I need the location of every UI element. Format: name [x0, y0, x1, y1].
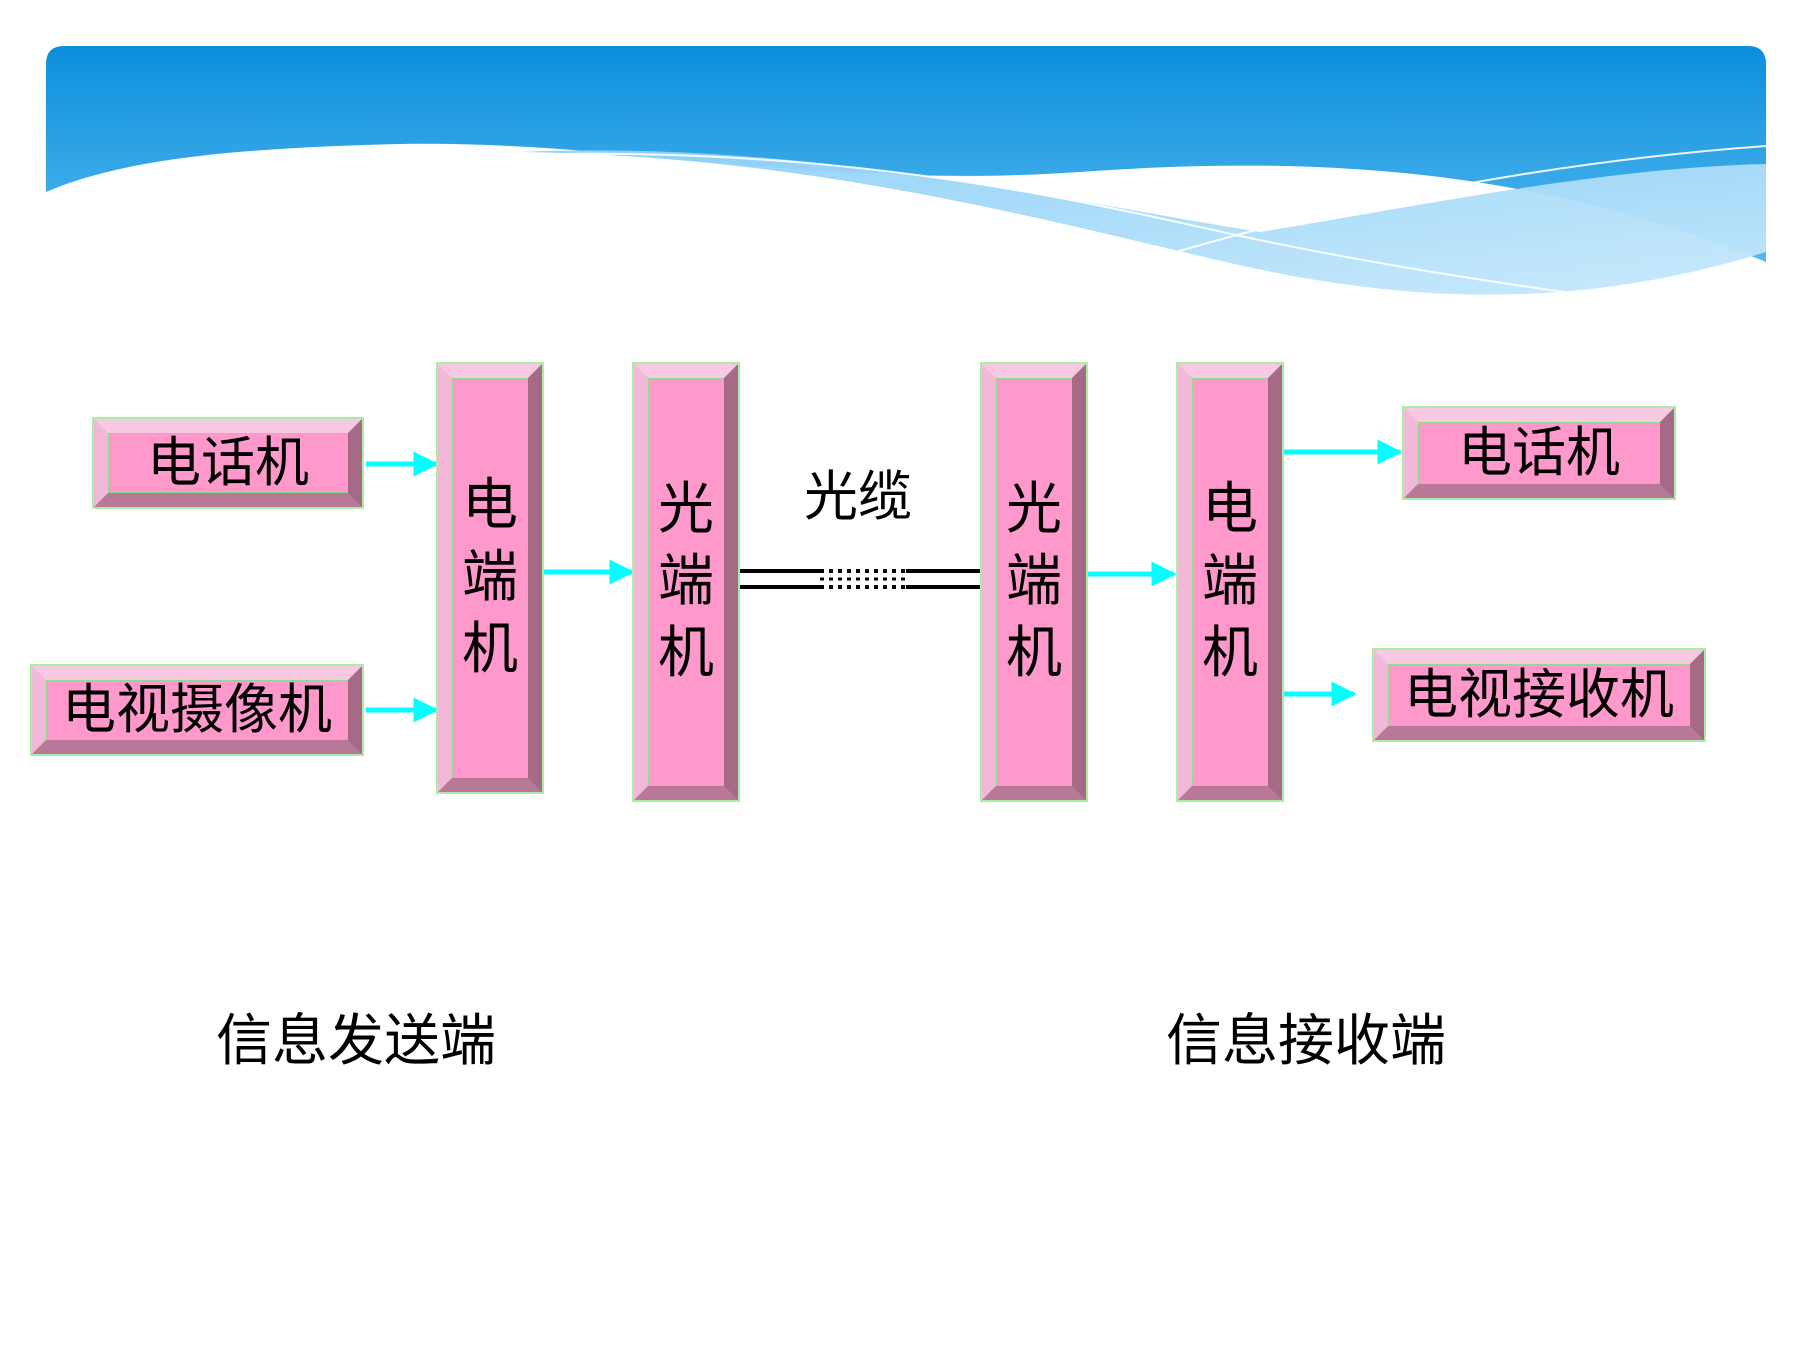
sender-electrical-terminal-box: 电 端 机 [436, 362, 544, 794]
box-border [1418, 422, 1660, 484]
box-border [648, 378, 724, 786]
receiver-optical-terminal-label: 光 端 机 [1006, 477, 1062, 686]
receiver-tv-label: 电视接收机 [1404, 663, 1674, 726]
fiber-cable [740, 569, 984, 589]
box-border [46, 680, 348, 740]
header-wave-banner [46, 46, 1767, 303]
receiver-electrical-terminal-label: 电 端 机 [1202, 477, 1258, 686]
fiber-cable-label: 光缆 [804, 465, 912, 528]
sender-caption: 信息发送端 [216, 1009, 496, 1074]
sender-camera-label: 电视摄像机 [62, 678, 332, 741]
box-border [996, 378, 1072, 786]
sender-electrical-terminal-label: 电 端 机 [462, 473, 518, 682]
sender-phone-box: 电话机 [92, 417, 364, 509]
receiver-caption: 信息接收端 [1166, 1009, 1446, 1074]
box-border [108, 433, 348, 493]
sender-phone-label: 电话机 [147, 431, 309, 494]
sender-optical-terminal-box: 光 端 机 [632, 362, 740, 802]
sender-camera-box: 电视摄像机 [30, 664, 364, 756]
receiver-phone-box: 电话机 [1402, 406, 1676, 500]
sender-optical-terminal-label: 光 端 机 [658, 477, 714, 686]
receiver-phone-label: 电话机 [1458, 421, 1620, 484]
receiver-tv-box: 电视接收机 [1372, 648, 1706, 742]
box-border [1192, 378, 1268, 786]
box-border [1388, 664, 1690, 726]
receiver-electrical-terminal-box: 电 端 机 [1176, 362, 1284, 802]
receiver-optical-terminal-box: 光 端 机 [980, 362, 1088, 802]
box-border [452, 378, 528, 778]
